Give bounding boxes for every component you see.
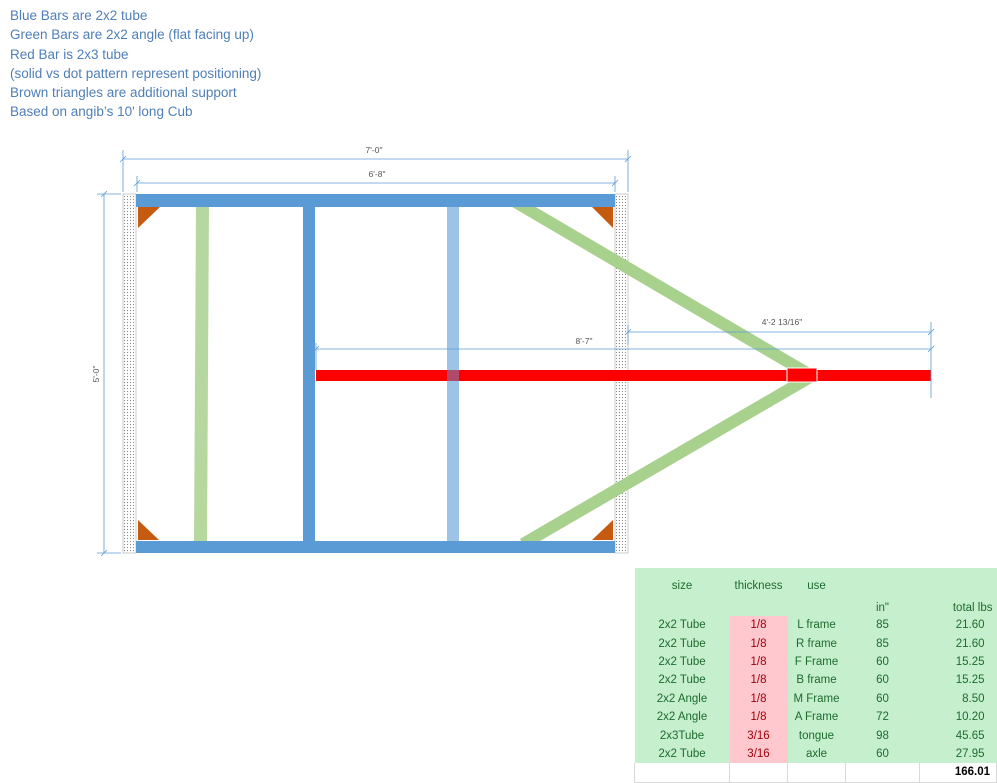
dim-tongue-total: [312, 343, 935, 370]
dim-tongue-extension: [624, 322, 935, 398]
table-row: 2x3Tube 3/16 tongue 98 45.65: [634, 726, 997, 745]
note-blue: Blue Bars are 2x2 tube: [10, 8, 148, 23]
corner-support-top-left: [138, 207, 160, 228]
corner-support-bottom-right: [592, 520, 613, 540]
cell-inches: 85: [845, 616, 920, 635]
cell-size: 2x2 Tube: [634, 652, 730, 672]
cell-total: 21.60: [919, 616, 997, 635]
tongue-crossing-mark: [447, 370, 459, 381]
note-red: Red Bar is 2x3 tube: [10, 46, 129, 62]
legend-notes: Blue Bars are 2x2 tube Green Bars are 2x…: [10, 6, 261, 122]
dim-height-label: 5'-0": [91, 366, 101, 383]
cell-use: B frame: [787, 671, 846, 690]
cell-use: L frame: [787, 616, 846, 635]
cell-size: 2x2 Tube: [634, 634, 730, 653]
table-row: 2x2 Tube 3/16 axle 60 27.95: [634, 744, 997, 764]
cell-thickness: 1/8: [729, 652, 788, 672]
dim-inner-width: [133, 176, 619, 192]
cell-use: axle: [787, 744, 846, 764]
cell-inches: 60: [845, 652, 920, 672]
blue-bottom-frame: [136, 541, 615, 553]
cell-inches: 72: [845, 707, 920, 727]
red-tongue-bar: [316, 370, 931, 381]
corner-support-bottom-left: [138, 520, 159, 540]
dim-tongue-extension-label: 4'-2 13/16": [762, 317, 803, 327]
note-pattern: (solid vs dot pattern represent position…: [10, 65, 262, 81]
cell-thickness: 3/16: [729, 744, 788, 764]
cell-size: 2x3Tube: [634, 726, 730, 745]
cell-use: tongue: [787, 726, 846, 745]
cell-total: 15.25: [919, 652, 997, 672]
table-row: 2x2 Angle 1/8 A Frame 72 10.20: [634, 707, 997, 727]
cell-use: F Frame: [787, 652, 846, 672]
table-row: 2x2 Angle 1/8 M Frame 60 8.50: [634, 689, 997, 708]
cell-size: 2x2 Angle: [634, 707, 730, 727]
cell-total: 27.95: [919, 744, 997, 764]
dim-overall-width: [119, 150, 632, 192]
dim-inner-width-label: 6'-8": [369, 169, 386, 179]
green-cross-bar: [194, 207, 209, 541]
cell-use: R frame: [787, 634, 846, 653]
cell-thickness: 1/8: [729, 616, 788, 635]
a-frame-lower-bar: [519, 370, 816, 550]
cell-use: M Frame: [787, 689, 846, 708]
cell-thickness: 3/16: [729, 726, 788, 745]
note-green: Green Bars are 2x2 angle (flat facing up…: [10, 27, 254, 43]
note-brown: Brown triangles are additional support: [10, 85, 237, 101]
cell-use: A Frame: [787, 707, 846, 727]
cell-size: 2x2 Tube: [634, 616, 730, 635]
tongue-a-frame-mark: [786, 367, 818, 383]
cell-size: 2x2 Tube: [634, 671, 730, 690]
blue-top-frame: [136, 194, 615, 207]
cell-inches: 60: [845, 744, 920, 764]
corner-support-top-right: [592, 207, 613, 228]
dim-height: [97, 190, 121, 557]
cell-size: 2x2 Angle: [634, 689, 730, 708]
cell-total: 21.60: [919, 634, 997, 653]
table-header: size thickness use in" total lbs: [634, 568, 997, 616]
blue-cross-bar-1: [303, 207, 315, 541]
table-row: 2x2 Tube 1/8 L frame 85 21.60: [634, 616, 997, 635]
header-use: use: [807, 580, 826, 592]
cell-thickness: 1/8: [729, 707, 788, 727]
a-frame-upper-bar: [508, 194, 816, 382]
cell-thickness: 1/8: [729, 671, 788, 690]
cell-total: 8.50: [919, 689, 997, 708]
cell-inches: 60: [845, 689, 920, 708]
table-row: 2x2 Tube 1/8 B frame 60 15.25: [634, 671, 997, 690]
cell-size: 2x2 Tube: [634, 744, 730, 764]
weights-table: size thickness use in" total lbs 2x2 Tub…: [634, 568, 997, 783]
header-inches: in": [875, 602, 890, 614]
table-row: 2x2 Tube 1/8 F Frame 60 15.25: [634, 652, 997, 672]
cell-inches: 85: [845, 634, 920, 653]
cell-total: 10.20: [919, 707, 997, 727]
dim-overall-width-label: 7'-0": [366, 145, 383, 155]
note-source: Based on angib’s 10' long Cub: [10, 104, 193, 120]
cell-inches: 98: [845, 726, 920, 745]
header-size: size: [671, 580, 693, 592]
dim-tongue-total-label: 8'-7": [576, 336, 593, 346]
cell-total: 45.65: [919, 726, 997, 745]
cell-thickness: 1/8: [729, 689, 788, 708]
cell-total: 15.25: [919, 671, 997, 690]
header-total-lbs: total lbs: [952, 602, 993, 614]
cell-inches: 60: [845, 671, 920, 690]
table-row: 2x2 Tube 1/8 R frame 85 21.60: [634, 634, 997, 653]
left-side-rail: [122, 193, 137, 554]
header-thickness: thickness: [734, 580, 783, 592]
cell-thickness: 1/8: [729, 634, 788, 653]
